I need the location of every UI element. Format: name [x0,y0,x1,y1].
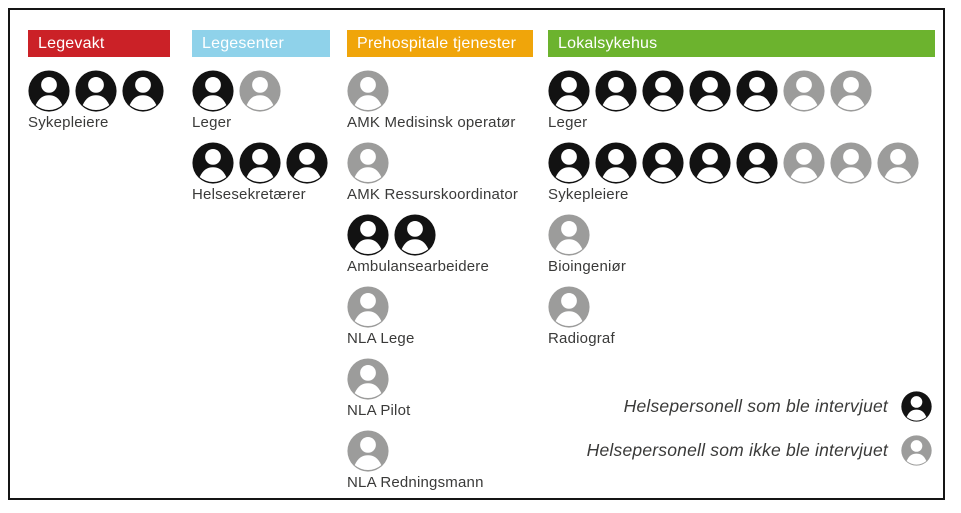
role-group: Leger [548,70,940,133]
role-label: NLA Redningsmann [347,474,484,491]
role-group: Bioingeniør [548,214,940,277]
person-icons-row [347,142,547,184]
person-icons-row [347,286,547,328]
person-interviewed-icon [239,142,281,184]
person-not-interviewed-icon [548,286,590,328]
role-group: Helsesekretærer [192,142,354,205]
person-interviewed-icon [347,214,389,256]
role-group: Leger [192,70,354,133]
person-icons-row [192,70,354,112]
role-group: NLA Pilot [347,358,547,421]
role-label: Bioingeniør [548,258,627,275]
role-group: Ambulansearbeidere [347,214,547,277]
person-not-interviewed-icon [347,70,389,112]
legend-label: Helsepersonell som ikke ble intervjuet [586,440,888,460]
person-interviewed-icon [28,70,70,112]
person-icons-row [347,430,547,472]
person-not-interviewed-icon [830,142,872,184]
legend-label: Helsepersonell som ble intervjuet [623,396,888,416]
role-group: NLA Redningsmann [347,430,547,493]
person-not-interviewed-icon [548,214,590,256]
category-header: Legevakt [28,30,170,57]
person-icons-row [548,286,940,328]
person-icons-row [548,214,940,256]
person-not-interviewed-icon [239,70,281,112]
role-label: Helsesekretærer [192,186,306,203]
person-icons-row [347,70,547,112]
person-interviewed-icon [689,142,731,184]
person-interviewed-icon [548,70,590,112]
person-not-interviewed-icon [347,430,389,472]
role-label: Sykepleiere [28,114,109,131]
person-not-interviewed-icon [347,142,389,184]
person-interviewed-icon [736,70,778,112]
role-group: AMK Medisinsk operatør [347,70,547,133]
category-header: Prehospitale tjenester [347,30,533,57]
role-label: Leger [548,114,588,131]
role-label: Ambulansearbeidere [347,258,490,275]
legend-person-not-interviewed-icon [901,435,932,466]
person-not-interviewed-icon [830,70,872,112]
person-icons-row [347,214,547,256]
person-interviewed-icon [548,142,590,184]
person-icons-row [548,142,940,184]
role-group: AMK Ressurskoordinator [347,142,547,205]
role-label: Radiograf [548,330,615,347]
role-label: Leger [192,114,232,131]
role-label: AMK Ressurskoordinator [347,186,519,203]
person-interviewed-icon [642,142,684,184]
person-interviewed-icon [595,142,637,184]
person-interviewed-icon [122,70,164,112]
role-label: NLA Pilot [347,402,411,419]
person-interviewed-icon [286,142,328,184]
legend-person-interviewed-icon [901,391,932,422]
person-not-interviewed-icon [783,142,825,184]
person-interviewed-icon [394,214,436,256]
person-not-interviewed-icon [877,142,919,184]
person-not-interviewed-icon [347,286,389,328]
person-not-interviewed-icon [347,358,389,400]
person-icons-row [548,70,940,112]
person-icons-row [347,358,547,400]
role-label: AMK Medisinsk operatør [347,114,516,131]
category-header: Lokalsykehus [548,30,935,57]
role-group: NLA Lege [347,286,547,349]
category-header: Legesenter [192,30,330,57]
person-interviewed-icon [689,70,731,112]
person-icons-row [192,142,354,184]
person-not-interviewed-icon [783,70,825,112]
person-interviewed-icon [192,70,234,112]
role-label: Sykepleiere [548,186,629,203]
role-group: Sykepleiere [548,142,940,205]
role-group: Radiograf [548,286,940,349]
person-interviewed-icon [595,70,637,112]
person-interviewed-icon [736,142,778,184]
legend-row: Helsepersonell som ikke ble intervjuet [587,435,932,466]
role-group: Sykepleiere [28,70,190,133]
person-interviewed-icon [642,70,684,112]
legend-row: Helsepersonell som ble intervjuet [587,391,932,422]
person-interviewed-icon [75,70,117,112]
role-label: NLA Lege [347,330,415,347]
person-icons-row [28,70,190,112]
person-interviewed-icon [192,142,234,184]
